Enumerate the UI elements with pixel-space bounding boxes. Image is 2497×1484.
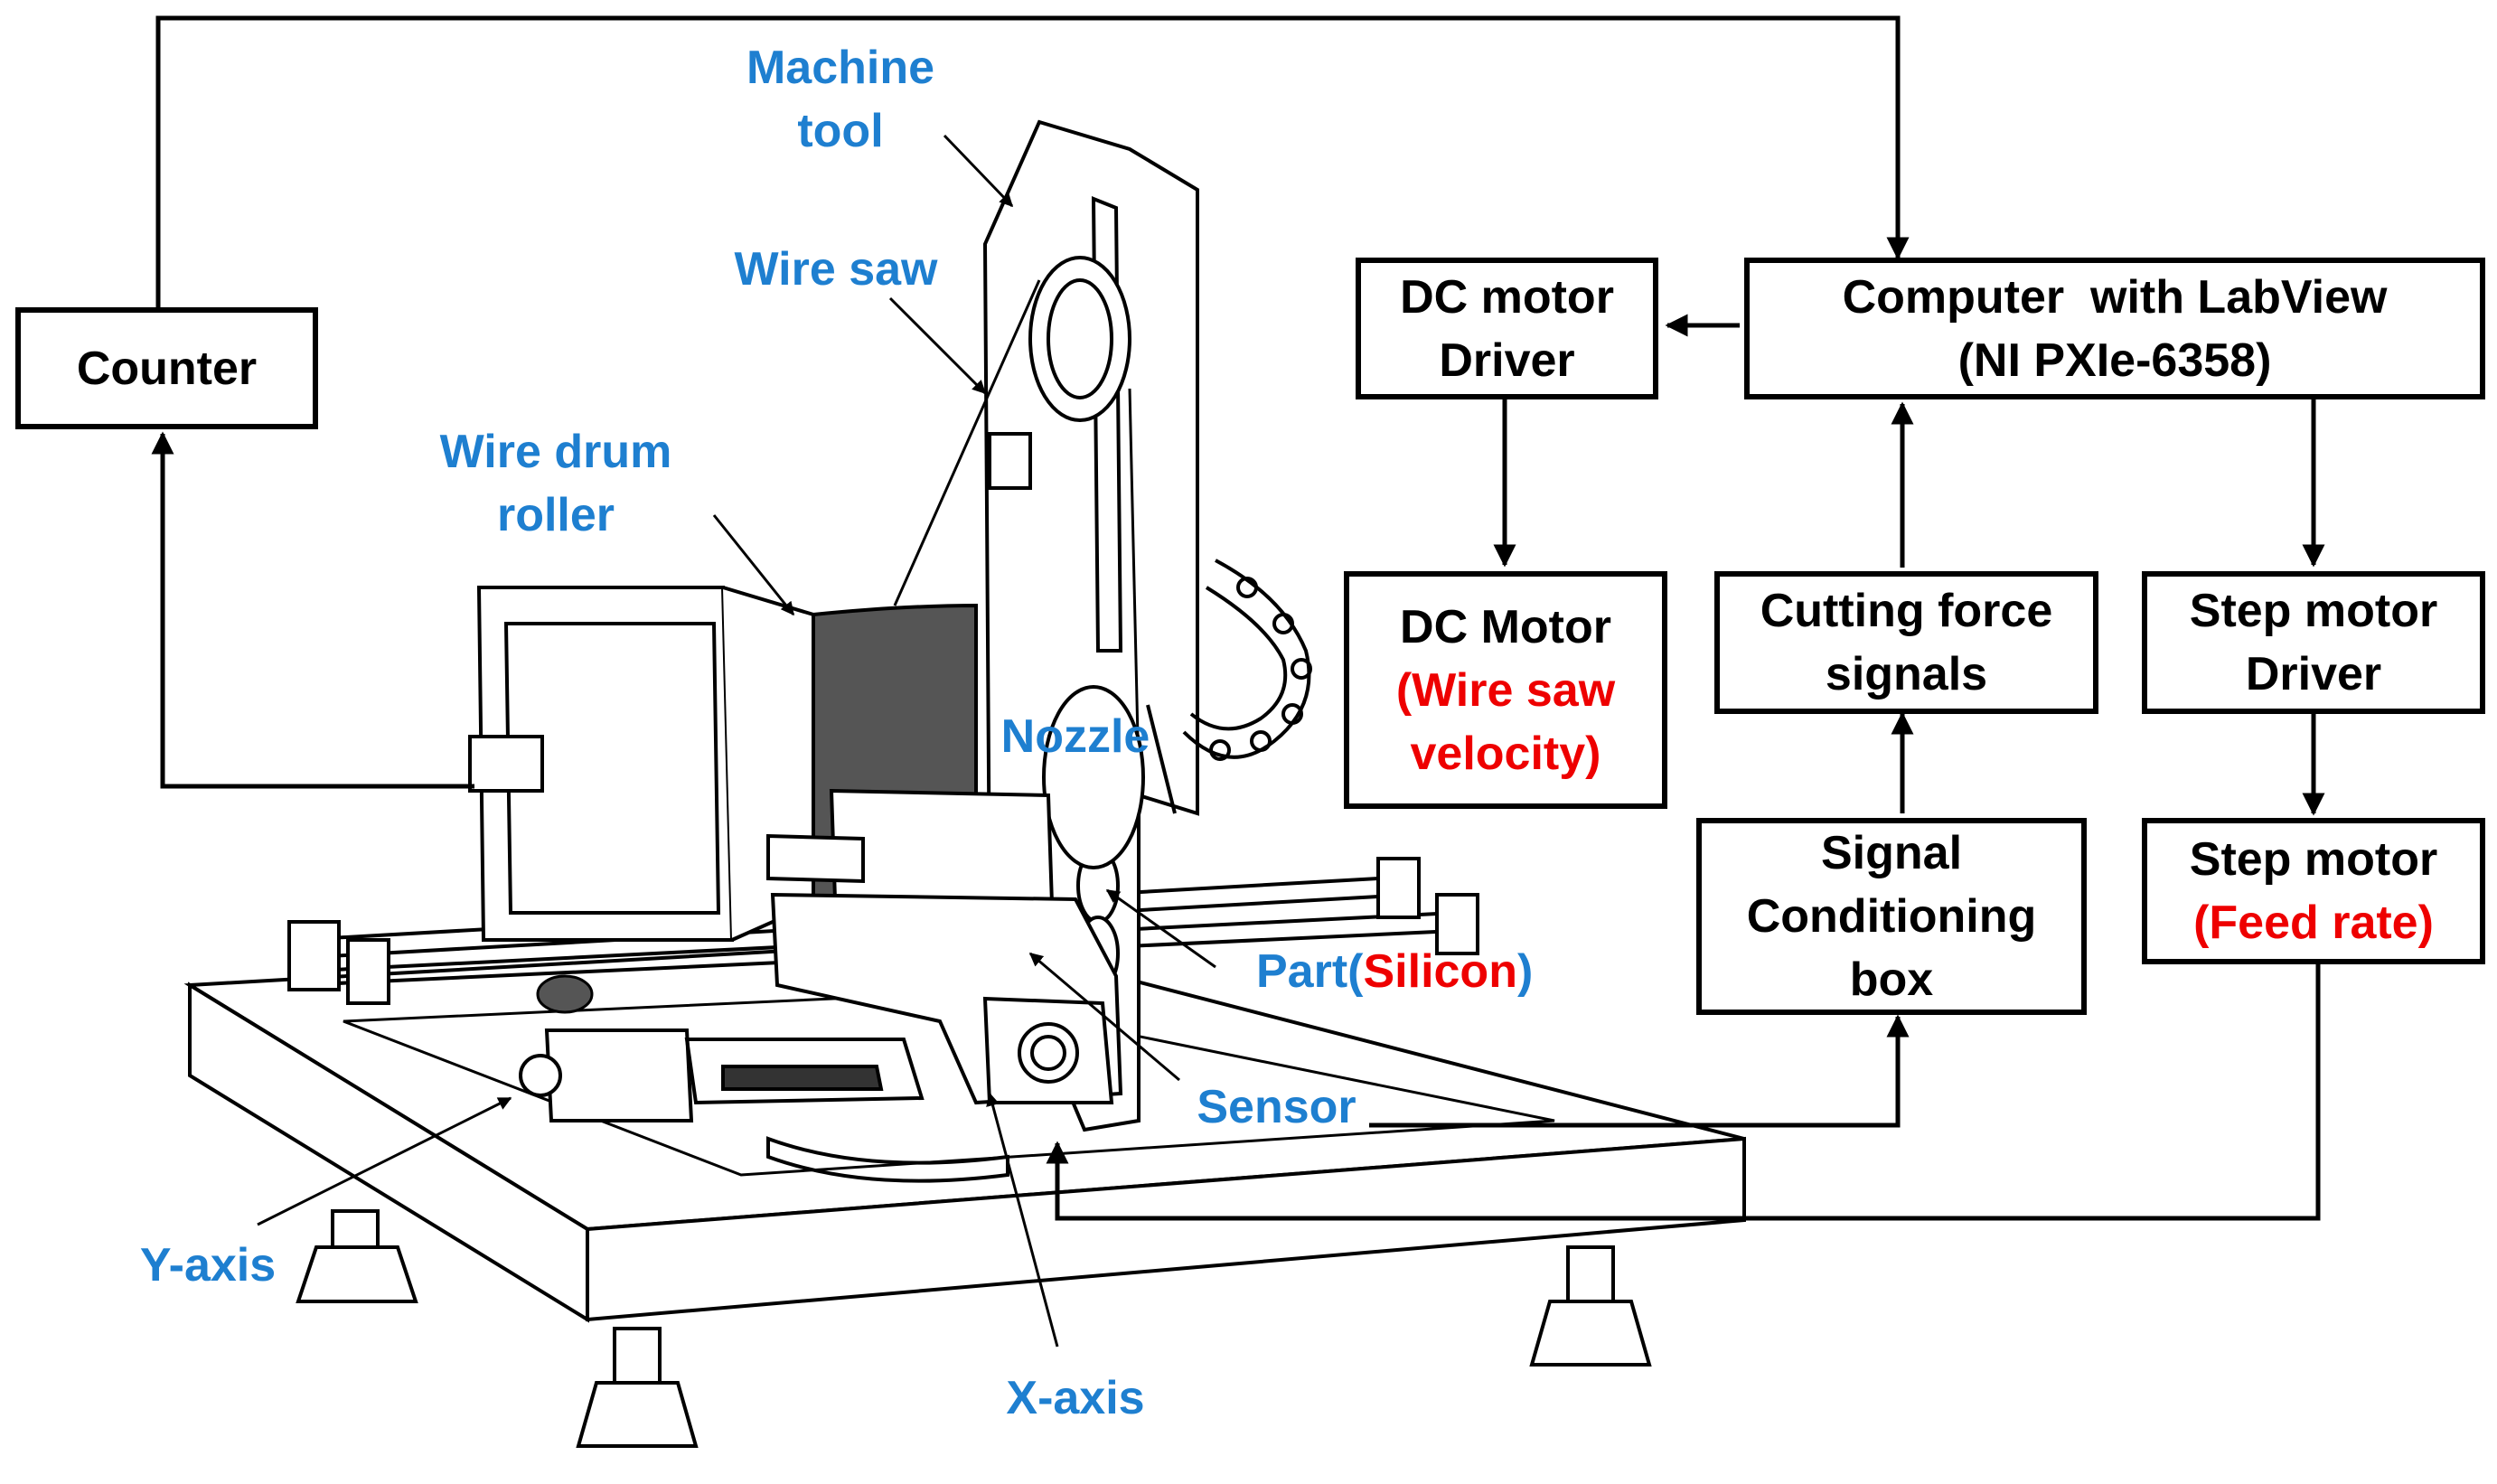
step-motor-line-2: (Feed rate) <box>2193 897 2434 949</box>
y-axis-label: Y-axis <box>139 1239 277 1291</box>
cutting-force-signals-block: Cutting force signals <box>1714 571 2098 714</box>
step-motor-driver-line-2: Driver <box>2245 648 2382 700</box>
computer-line-1: Computer with LabView <box>1842 270 2388 324</box>
signal-conditioning-line-2: Conditioning <box>1746 890 2037 943</box>
dc-motor-line-3: velocity) <box>1410 727 1601 780</box>
part-label-suffix: ) <box>1516 945 1534 998</box>
part-silicon-label: Part(Silicon) <box>1256 940 1533 1003</box>
computer-line-2: (NI PXIe-6358) <box>1957 333 2272 387</box>
step-motor-line-1: Step motor <box>2189 833 2438 886</box>
step-motor-block: Step motor (Feed rate) <box>2142 818 2485 964</box>
counter-block-line: Counter <box>76 342 258 395</box>
dc-motor-driver-block: DC motor Driver <box>1356 258 1658 399</box>
machine-tool-label-line-1: Machine <box>746 42 935 94</box>
sensor-label: Sensor <box>1197 1081 1356 1133</box>
nozzle-label: Nozzle <box>1000 710 1150 763</box>
wire-saw-label: Wire saw <box>734 243 938 296</box>
machine-tool-label-line-2: tool <box>797 105 884 157</box>
dc-motor-block: DC Motor (Wire saw velocity) <box>1344 571 1667 809</box>
leader-lines <box>257 134 1216 1348</box>
wire-drum-roller-label-line-2: roller <box>496 489 615 541</box>
signal-conditioning-box-block: Signal Conditioning box <box>1696 818 2087 1015</box>
connector-lines <box>151 15 2325 1221</box>
dc-motor-line-2: (Wire saw <box>1395 663 1616 717</box>
cutting-force-line-2: signals <box>1825 648 1988 700</box>
step-motor-driver-block: Step motor Driver <box>2142 571 2485 714</box>
cutting-force-line-1: Cutting force <box>1760 585 2053 637</box>
part-label-prefix: Part( <box>1256 945 1364 998</box>
signal-conditioning-line-1: Signal <box>1820 827 1963 879</box>
y-axis-gear <box>536 974 594 1014</box>
machine-feet <box>296 1209 1652 1448</box>
coolant-hose <box>1146 559 1312 814</box>
computer-block: Computer with LabView (NI PXIe-6358) <box>1744 258 2485 399</box>
x-axis-label: X-axis <box>1006 1372 1145 1424</box>
counter-block: Counter <box>15 307 318 429</box>
wire-drum-roller-label-line-1: Wire drum <box>439 426 672 478</box>
dc-motor-line-1: DC Motor <box>1400 600 1611 653</box>
dc-motor-driver-line-1: DC motor <box>1400 270 1614 324</box>
signal-conditioning-line-3: box <box>1849 953 1934 1006</box>
dc-motor-driver-line-2: Driver <box>1439 333 1575 387</box>
sensor-stage <box>519 788 1123 1183</box>
machine-tool-label: Machine tool <box>714 36 967 163</box>
wire-drum-roller-label: Wire drum roller <box>407 420 705 547</box>
step-motor-driver-line-1: Step motor <box>2189 585 2438 637</box>
part-label-material: Silicon <box>1363 945 1517 998</box>
